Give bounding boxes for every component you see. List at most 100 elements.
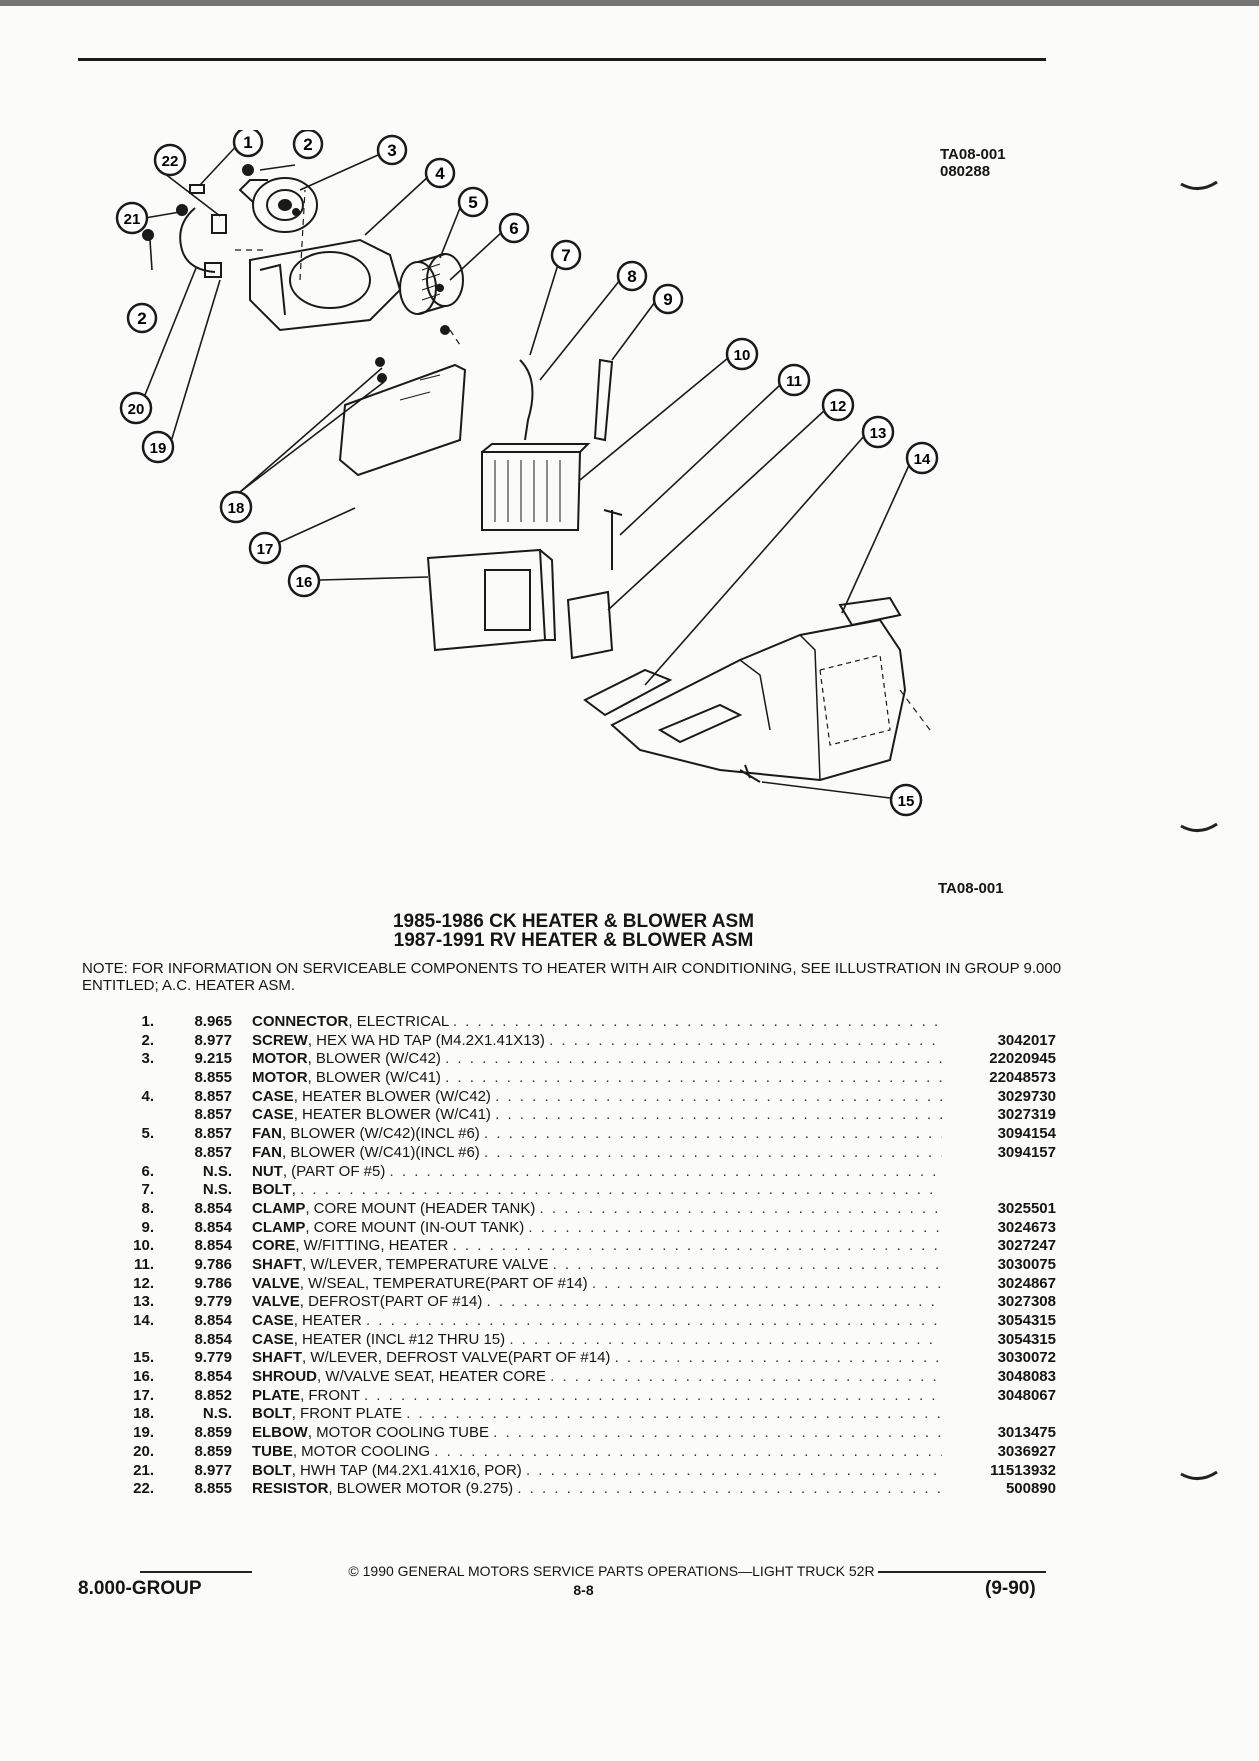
part-name: FAN bbox=[252, 1125, 282, 1143]
part-description: CASE, HEATER . . . . . . . . . . . . . .… bbox=[252, 1312, 942, 1330]
exploded-view-diagram: 1 2 3 4 5 6 7 8 bbox=[115, 130, 939, 817]
part-detail: , MOTOR COOLING TUBE bbox=[307, 1424, 489, 1442]
callout-3: 3 bbox=[376, 134, 408, 166]
part-detail: , BLOWER (W/C42)(INCL #6) bbox=[282, 1125, 480, 1143]
item-number: 18. bbox=[133, 1405, 154, 1423]
callout-8: 8 bbox=[616, 260, 648, 292]
leader-dots: . . . . . . . . . . . . . . . . . . . . … bbox=[495, 1106, 942, 1124]
part-number: 3054315 bbox=[997, 1330, 1056, 1348]
part-detail: , HEATER BLOWER (W/C42) bbox=[293, 1087, 491, 1105]
part-detail: , HEATER (INCL #12 THRU 15) bbox=[293, 1330, 506, 1348]
part-description: CLAMP, CORE MOUNT (IN-OUT TANK) . . . . … bbox=[252, 1219, 942, 1237]
item-number: 20. bbox=[133, 1442, 154, 1460]
svg-text:17: 17 bbox=[257, 541, 274, 558]
part-name: PLATE bbox=[252, 1386, 301, 1404]
front-plate-part bbox=[338, 363, 467, 477]
punch-mark bbox=[1180, 1470, 1218, 1480]
leader-dots: . . . . . . . . . . . . . . . . . . . . … bbox=[483, 1143, 942, 1161]
part-number: 3030072 bbox=[997, 1349, 1056, 1367]
part-description: BOLT, . . . . . . . . . . . . . . . . . … bbox=[252, 1181, 942, 1199]
part-name: SHAFT bbox=[252, 1349, 302, 1367]
callout-18: 18 bbox=[219, 490, 253, 524]
core-clamp-inout-part bbox=[593, 358, 614, 442]
callout-4: 4 bbox=[424, 157, 456, 189]
part-description: CASE, HEATER BLOWER (W/C41) . . . . . . … bbox=[252, 1106, 942, 1124]
figure-date: 080288 bbox=[940, 163, 991, 180]
part-detail: , HWH TAP (M4.2X1.41X16, POR) bbox=[291, 1461, 522, 1479]
group-number: 9.215 bbox=[194, 1050, 232, 1068]
callout-19: 19 bbox=[141, 430, 175, 464]
item-number: 22. bbox=[133, 1480, 154, 1498]
callout-15: 15 bbox=[889, 783, 923, 817]
part-description: BOLT, HWH TAP (M4.2X1.41X16, POR) . . . … bbox=[252, 1462, 942, 1480]
callout-1: 1 bbox=[232, 130, 264, 158]
part-number: 11513932 bbox=[990, 1461, 1056, 1479]
part-description: SHROUD, W/VALVE SEAT, HEATER CORE . . . … bbox=[252, 1368, 942, 1386]
group-number: 8.852 bbox=[194, 1386, 232, 1404]
motor-cooling-tube-part bbox=[179, 207, 216, 273]
leader-dots: . . . . . . . . . . . . . . . . . . . . … bbox=[591, 1274, 942, 1292]
part-number: 500890 bbox=[1005, 1480, 1056, 1498]
part-detail: , HEATER BLOWER (W/C41) bbox=[293, 1106, 491, 1124]
core-clamp-header-part bbox=[519, 359, 534, 441]
svg-text:13: 13 bbox=[870, 425, 887, 442]
svg-text:2: 2 bbox=[137, 309, 146, 328]
callout-14: 14 bbox=[905, 441, 939, 475]
svg-text:19: 19 bbox=[150, 440, 167, 457]
item-number: 1. bbox=[141, 1013, 154, 1030]
part-description: BOLT, FRONT PLATE . . . . . . . . . . . … bbox=[252, 1405, 942, 1423]
part-number: 3029730 bbox=[997, 1087, 1056, 1105]
footer-copyright: © 1990 GENERAL MOTORS SERVICE PARTS OPER… bbox=[0, 1563, 1259, 1579]
group-number: 8.859 bbox=[194, 1424, 232, 1442]
leader-dots: . . . . . . . . . . . . . . . . . . . . … bbox=[525, 1461, 942, 1479]
svg-text:21: 21 bbox=[124, 211, 141, 228]
callout-17: 17 bbox=[248, 531, 282, 565]
group-number: 8.854 bbox=[194, 1199, 232, 1217]
heater-core-part bbox=[481, 443, 591, 531]
part-description: CASE, HEATER BLOWER (W/C42) . . . . . . … bbox=[252, 1088, 942, 1106]
part-name: CORE bbox=[252, 1237, 296, 1255]
part-name: CASE bbox=[252, 1087, 294, 1105]
callout-5: 5 bbox=[457, 186, 489, 218]
elbow-part bbox=[204, 262, 222, 278]
part-name: MOTOR bbox=[252, 1069, 308, 1087]
leader-dots: . . . . . . . . . . . . . . . . . . . . … bbox=[452, 1013, 942, 1030]
item-number: 3. bbox=[141, 1050, 154, 1068]
part-name: BOLT bbox=[252, 1461, 292, 1479]
svg-text:2: 2 bbox=[303, 135, 312, 154]
group-number: 8.857 bbox=[194, 1125, 232, 1143]
item-number: 12. bbox=[133, 1274, 154, 1292]
leader-dots: . . . . . . . . . . . . . . . . . . . . … bbox=[483, 1125, 942, 1143]
part-description: SCREW, HEX WA HD TAP (M4.2X1.41X13) . . … bbox=[252, 1032, 942, 1050]
part-description: CLAMP, CORE MOUNT (HEADER TANK) . . . . … bbox=[252, 1200, 942, 1218]
item-number: 15. bbox=[133, 1349, 154, 1367]
part-number: 3013475 bbox=[997, 1424, 1056, 1442]
part-name: VALVE bbox=[252, 1293, 300, 1311]
defrost-shaft-part bbox=[739, 764, 761, 783]
svg-text:18: 18 bbox=[228, 500, 245, 517]
footer-rule-left bbox=[140, 1571, 252, 1573]
group-number: 8.854 bbox=[194, 1312, 232, 1329]
part-description: CONNECTOR, ELECTRICAL . . . . . . . . . … bbox=[252, 1013, 942, 1031]
callout-markers: 1 2 3 4 5 6 7 8 bbox=[115, 130, 939, 817]
leader-dots: . . . . . . . . . . . . . . . . . . . . … bbox=[445, 1050, 942, 1068]
svg-text:4: 4 bbox=[435, 164, 445, 183]
svg-text:1: 1 bbox=[243, 133, 252, 152]
part-name: ELBOW bbox=[252, 1424, 308, 1442]
page-title: 1985-1986 CK HEATER & BLOWER ASM 1987-19… bbox=[0, 912, 1259, 950]
part-detail: , W/LEVER, DEFROST VALVE(PART OF #14) bbox=[302, 1349, 611, 1367]
part-name: TUBE bbox=[252, 1442, 293, 1460]
punch-mark bbox=[1180, 180, 1218, 190]
leader-dots: . . . . . . . . . . . . . . . . . . . . … bbox=[445, 1069, 942, 1087]
parts-row: 18.N.S.BOLT, FRONT PLATE . . . . . . . .… bbox=[120, 1405, 1060, 1424]
part-detail: , HEX WA HD TAP (M4.2X1.41X13) bbox=[307, 1031, 545, 1049]
